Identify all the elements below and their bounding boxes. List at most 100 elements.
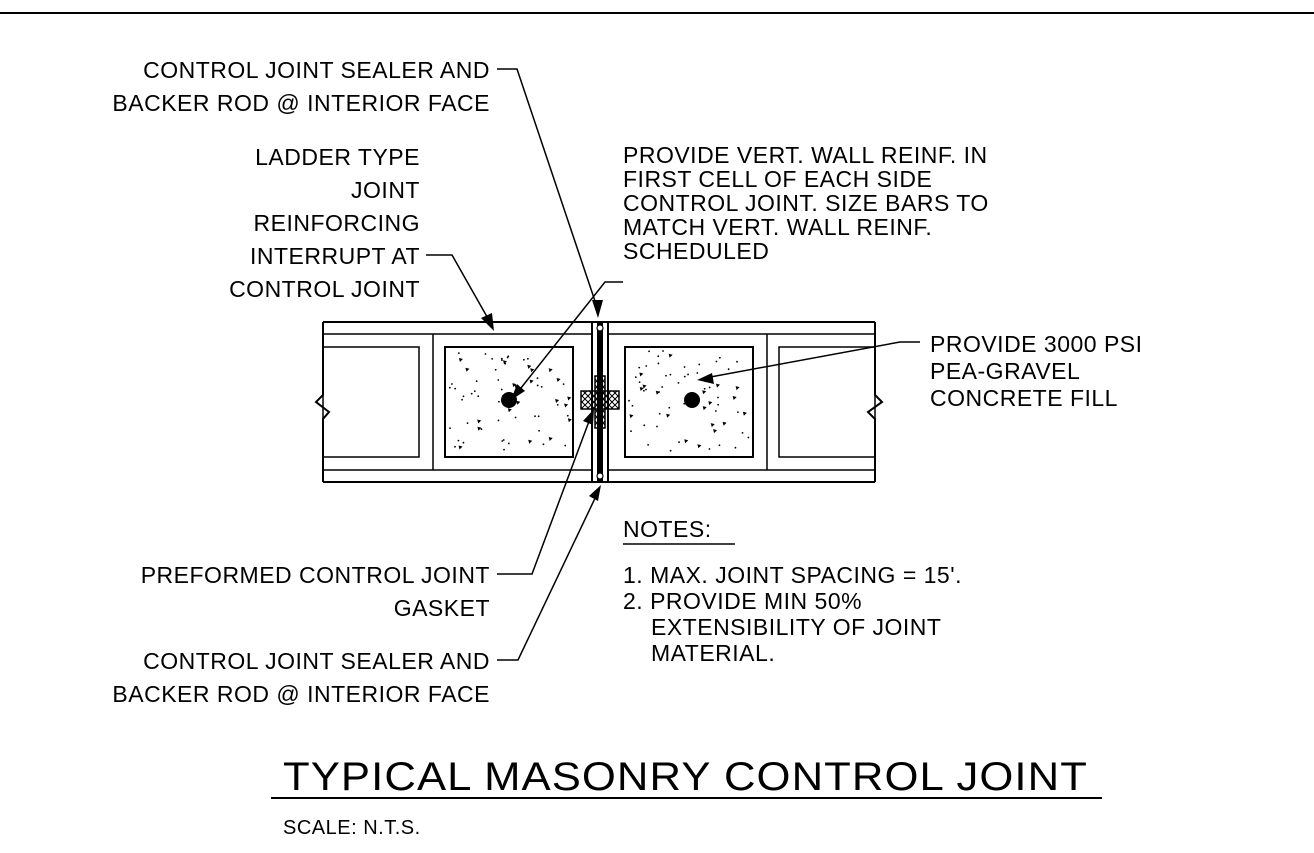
- stipple-dot: [466, 422, 469, 425]
- wall-section: [314, 321, 884, 483]
- label-sealer-top-line2: BACKER ROD @ INTERIOR FACE: [112, 90, 490, 116]
- aggregate-mark: [516, 400, 521, 405]
- aggregate-mark: [458, 357, 463, 362]
- stipple-dot: [727, 368, 730, 371]
- aggregate-mark: [713, 429, 718, 434]
- label-concrete-fill-line3: CONCRETE FILL: [930, 385, 1118, 411]
- stipple-dot: [717, 403, 720, 406]
- aggregate-mark: [655, 390, 660, 395]
- label-ladder: LADDER TYPE JOINT REINFORCING INTERRUPT …: [229, 144, 421, 302]
- label-gasket: PREFORMED CONTROL JOINT GASKET: [141, 562, 490, 621]
- stipple-dot: [537, 415, 540, 418]
- label-sealer-top-line1: CONTROL JOINT SEALER AND: [143, 57, 490, 83]
- aggregate-mark: [512, 383, 517, 388]
- stipple-dot: [562, 383, 565, 386]
- label-ladder-line4: INTERRUPT AT: [250, 243, 420, 269]
- stipple-dot: [475, 380, 478, 383]
- aggregate-mark: [556, 377, 561, 382]
- stipple-dot: [534, 415, 536, 418]
- label-gasket-line2: GASKET: [394, 595, 490, 621]
- label-concrete-fill: PROVIDE 3000 PSI PEA-GRAVEL CONCRETE FIL…: [930, 331, 1143, 411]
- leader-gasket: [497, 415, 592, 575]
- arrowhead-sealer-bottom: [589, 485, 601, 501]
- aggregate-mark: [742, 411, 747, 416]
- label-vert-reinf: PROVIDE VERT. WALL REINF. IN FIRST CELL …: [623, 142, 988, 264]
- label-vert-reinf-line5: SCHEDULED: [623, 238, 769, 264]
- stipple-dot: [703, 387, 706, 390]
- stipple-dot: [736, 360, 738, 363]
- note-item-1: 1. MAX. JOINT SPACING = 15'.: [623, 562, 962, 588]
- aggregate-mark: [555, 399, 560, 404]
- stipple-dot: [454, 445, 456, 448]
- label-ladder-line1: LADDER TYPE: [255, 144, 420, 170]
- stipple-dot: [714, 410, 717, 412]
- stipple-dot: [741, 431, 744, 434]
- stipple-dot: [448, 386, 451, 389]
- label-sealer-bottom: CONTROL JOINT SEALER AND BACKER ROD @ IN…: [112, 648, 489, 707]
- stipple-dot: [450, 383, 453, 385]
- stipple-dot: [457, 352, 460, 355]
- stipple-dot: [502, 439, 505, 441]
- stipple-dot: [677, 381, 680, 384]
- stipple-dot: [656, 425, 658, 428]
- aggregate-mark: [732, 396, 737, 401]
- label-ladder-line3: REINFORCING: [254, 210, 421, 236]
- stipple-dot: [454, 387, 457, 390]
- drawing-scale: SCALE: N.T.S.: [283, 817, 421, 839]
- stipple-dot: [668, 406, 671, 409]
- aggregate-mark: [527, 364, 532, 369]
- stipple-dot: [526, 357, 529, 360]
- stipple-dot: [645, 365, 648, 367]
- stipple-dot: [718, 356, 721, 359]
- aggregate-mark: [722, 421, 727, 426]
- stipple-dot: [556, 403, 559, 406]
- stipple-dot: [669, 449, 672, 452]
- aggregate-mark: [507, 408, 512, 413]
- stipple-dot: [708, 386, 711, 389]
- notes-heading: NOTES:: [623, 516, 712, 542]
- stipple-dot: [514, 416, 517, 419]
- aggregate-mark: [564, 403, 569, 408]
- aggregate-mark: [548, 368, 553, 373]
- stipple-dot: [538, 429, 540, 432]
- aggregate-mark: [528, 439, 533, 444]
- stipple-dot: [484, 353, 487, 355]
- label-concrete-fill-line1: PROVIDE 3000 PSI: [930, 331, 1143, 357]
- aggregate-mark: [666, 413, 671, 418]
- leaders: [426, 68, 920, 661]
- note-item-2-cont1: EXTENSIBILITY OF JOINT: [651, 614, 941, 640]
- label-vert-reinf-line4: MATCH VERT. WALL REINF.: [623, 214, 932, 240]
- stipple-dot: [504, 362, 507, 365]
- aggregate-mark: [477, 426, 482, 431]
- aggregate-mark: [697, 444, 702, 449]
- aggregate-mark: [715, 383, 720, 388]
- stipple-dot: [536, 377, 539, 380]
- stipple-dot: [683, 375, 686, 378]
- stipple-dot: [658, 412, 661, 415]
- stipple-dot: [737, 411, 739, 414]
- aggregate-mark: [530, 368, 535, 373]
- stipple-dot: [647, 443, 650, 446]
- right-empty-cell: [778, 346, 876, 458]
- title-block: TYPICAL MASONRY CONTROL JOINT SCALE: N.T…: [271, 755, 1102, 839]
- aggregate-mark: [710, 423, 715, 428]
- stipple-dot: [497, 419, 500, 422]
- stipple-dot: [662, 350, 664, 352]
- stipple-dot: [500, 357, 503, 360]
- label-ladder-line5: CONTROL JOINT: [229, 276, 420, 302]
- stipple-dot: [631, 404, 634, 407]
- notes-block: NOTES: 1. MAX. JOINT SPACING = 15'. 2. P…: [623, 516, 962, 666]
- leader-sealer-top: [497, 68, 599, 311]
- leader-sealer-bottom: [497, 491, 599, 661]
- stipple-dot: [734, 446, 737, 449]
- stipple-dot: [747, 436, 750, 439]
- stipple-dot: [657, 362, 660, 365]
- drawing-title: TYPICAL MASONRY CONTROL JOINT: [283, 755, 1088, 799]
- arrowhead-ladder: [481, 313, 494, 331]
- stipple-dot: [522, 358, 525, 361]
- stipple-dot: [473, 390, 476, 393]
- stipple-dot: [477, 395, 480, 398]
- leader-vert-reinf: [516, 281, 623, 394]
- gasket-flange: [580, 390, 620, 410]
